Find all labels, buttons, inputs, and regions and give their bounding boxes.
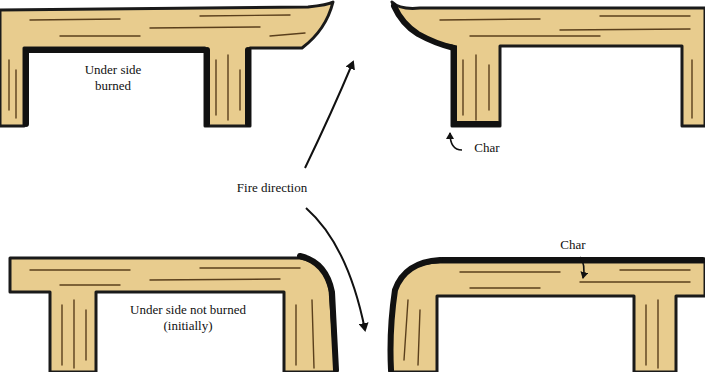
char-layer <box>394 6 498 124</box>
callout-label: Char <box>474 140 499 156</box>
char-leader <box>580 257 584 278</box>
char-layer <box>26 50 248 124</box>
direction-label: Fire direction <box>237 180 307 196</box>
annotation-label: Under side not burned (initially) <box>123 302 253 334</box>
callout-label: Char <box>560 237 585 253</box>
charred-beam <box>392 2 705 126</box>
unburned-beam <box>10 258 336 372</box>
annotation-label: Under side burned <box>73 62 153 94</box>
fire-arrow-down <box>306 208 365 330</box>
char-leader <box>450 133 462 150</box>
burned-beam <box>0 2 333 126</box>
fire-arrow-up <box>305 62 353 168</box>
wood-grain <box>9 15 692 368</box>
top-charred-beam <box>390 262 705 372</box>
char-layer <box>391 260 441 370</box>
